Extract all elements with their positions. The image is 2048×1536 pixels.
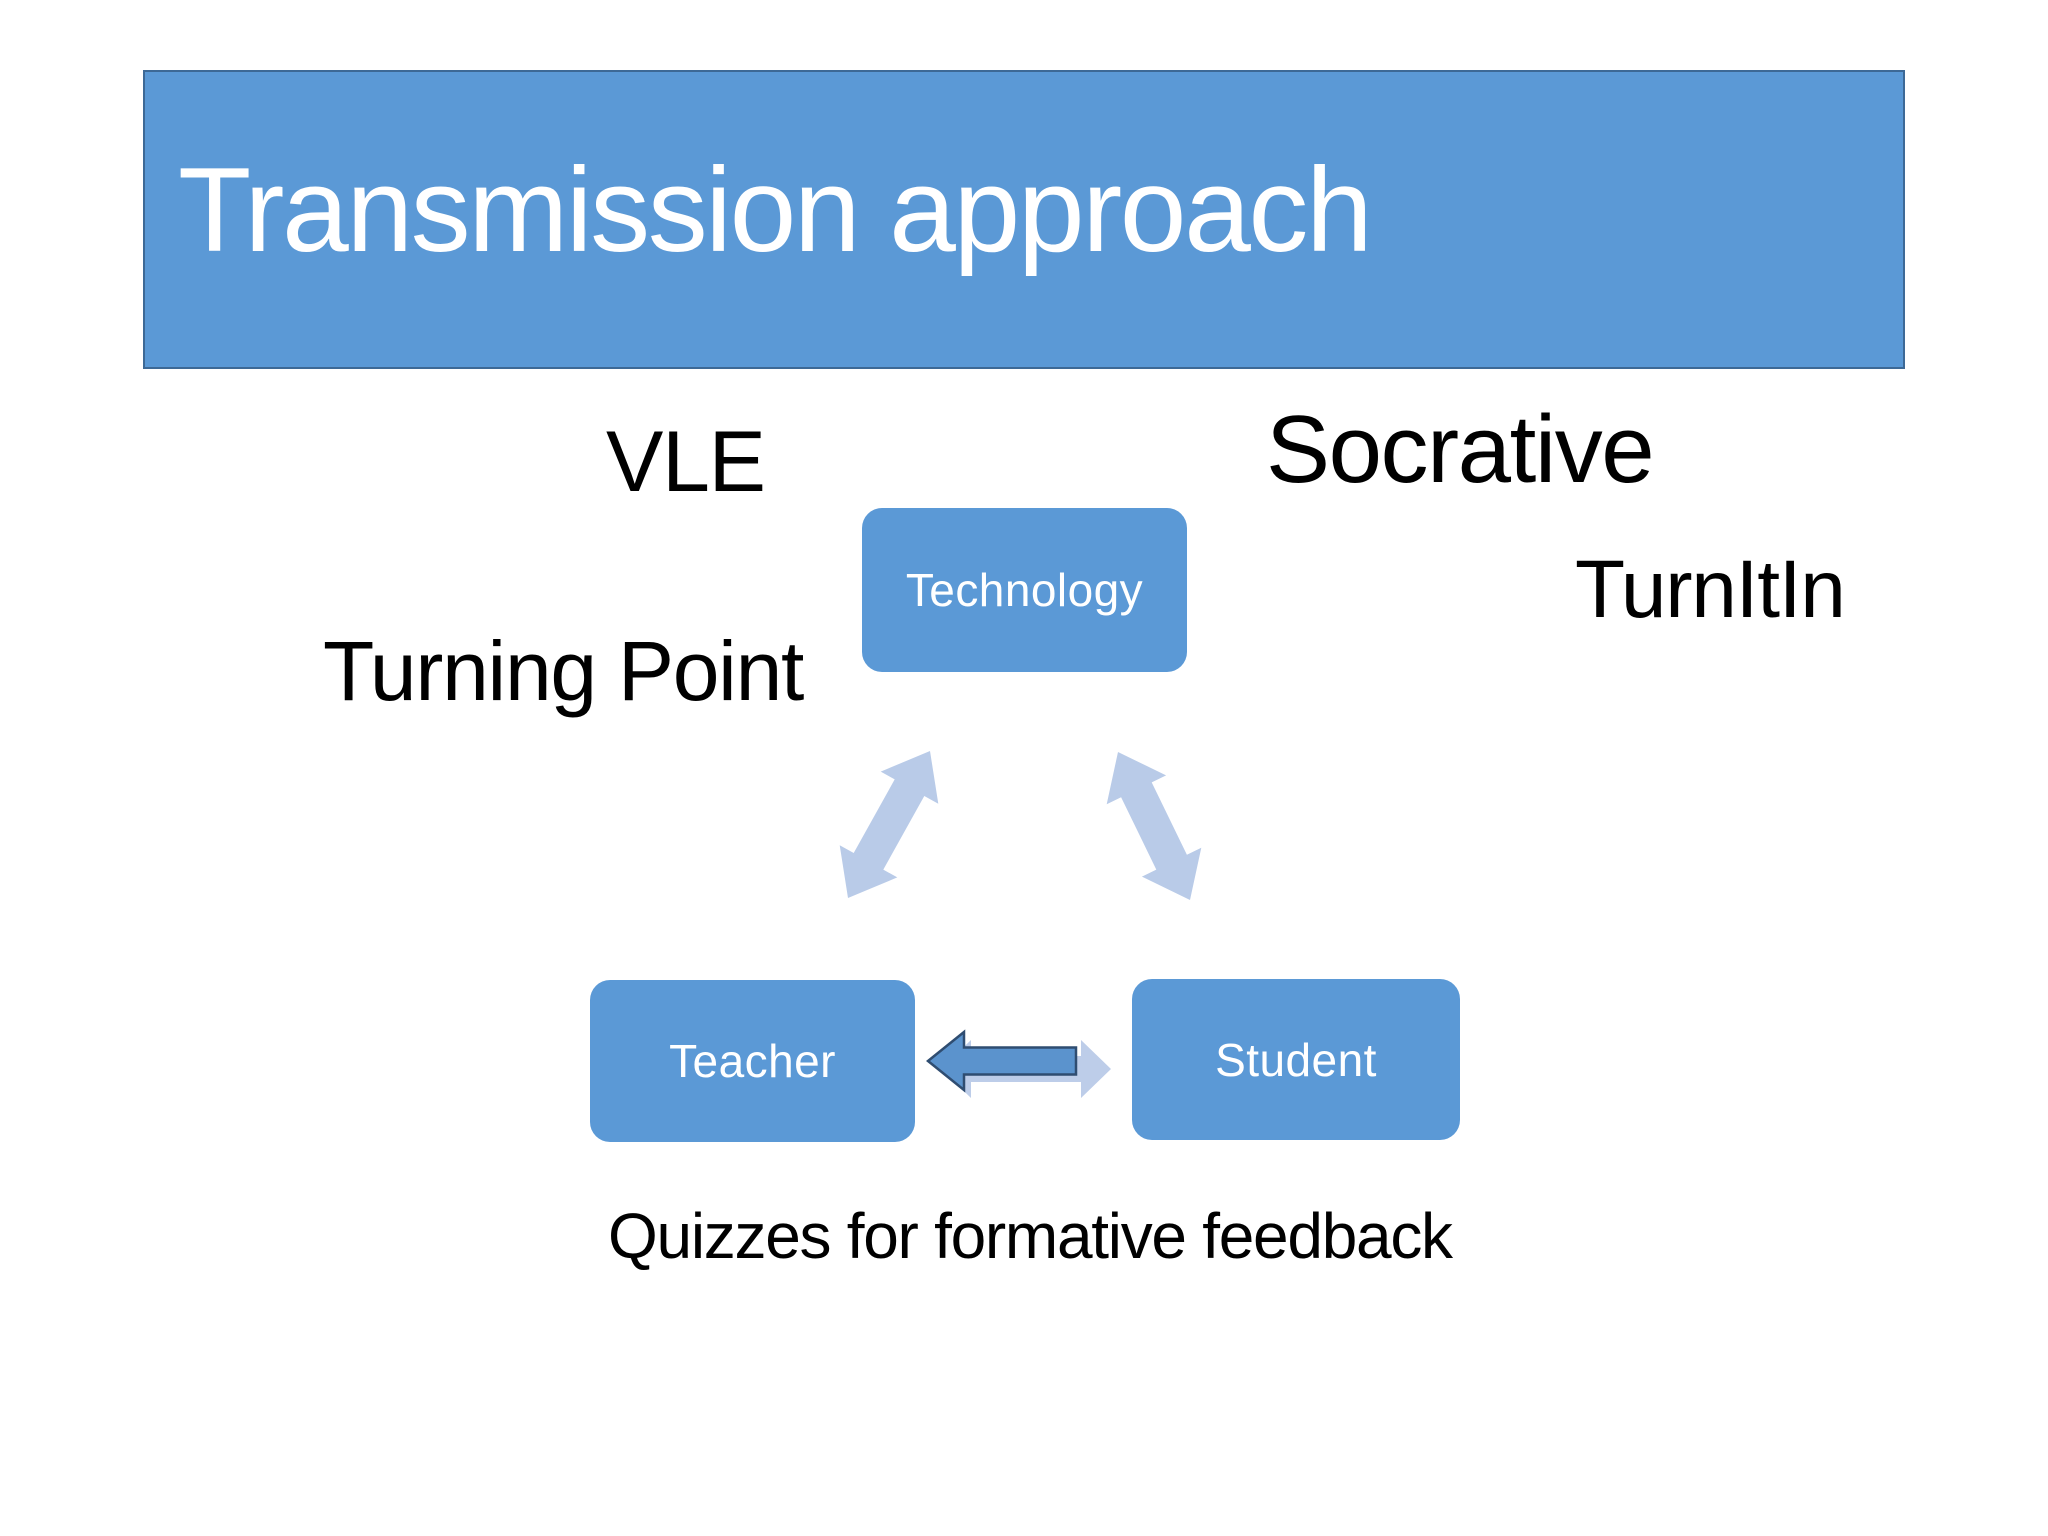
- node-teacher-label: Teacher: [669, 1035, 836, 1087]
- label-socrative: Socrative: [1266, 396, 1655, 503]
- slide-title: Transmission approach: [178, 143, 1373, 277]
- label-turning-point: Turning Point: [323, 624, 804, 718]
- node-teacher: Teacher: [590, 980, 915, 1142]
- node-technology-label: Technology: [905, 564, 1144, 616]
- title-banner: Transmission approach: [143, 70, 1905, 369]
- node-student-label: Student: [1215, 1033, 1377, 1086]
- caption-quizzes: Quizzes for formative feedback: [608, 1200, 1453, 1272]
- arrow-teacher-student-dark: [926, 1029, 1078, 1093]
- arrow-teacher-student-light: [941, 1040, 1111, 1098]
- node-technology: Technology: [862, 508, 1187, 672]
- arrow-technology-teacher: [839, 751, 939, 898]
- node-student: Student: [1132, 979, 1460, 1140]
- arrow-technology-student: [1106, 752, 1202, 900]
- label-turnitin: TurnItIn: [1575, 544, 1846, 635]
- label-vle: VLE: [606, 414, 766, 510]
